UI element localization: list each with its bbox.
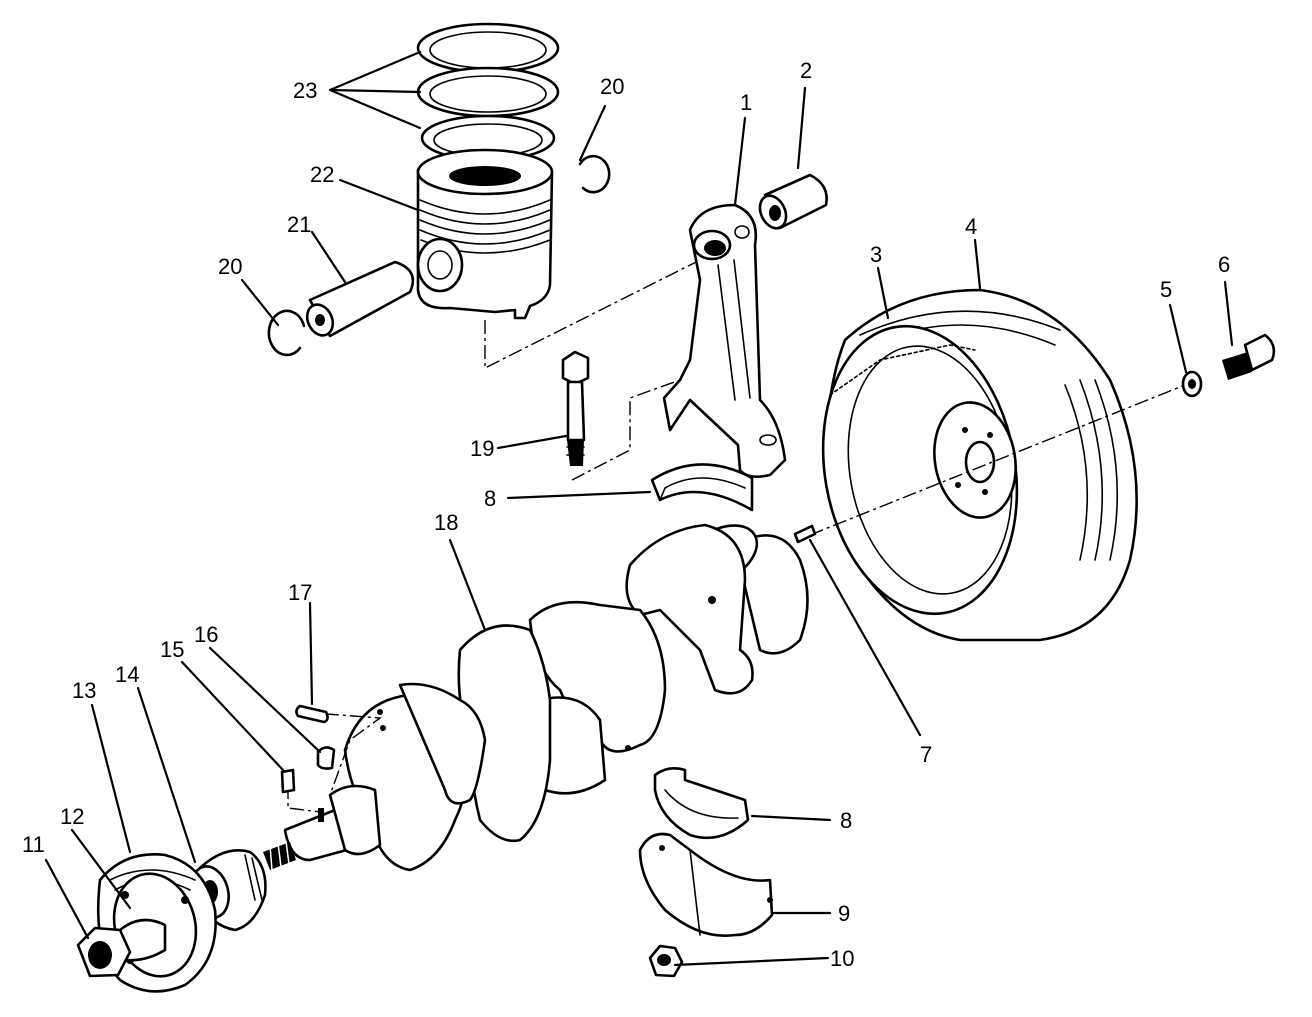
roll-pin — [295, 704, 329, 724]
callout-16: 16 — [194, 622, 218, 647]
callout-13: 13 — [72, 678, 96, 703]
callout-17: 17 — [288, 580, 312, 605]
callout-19: 19 — [470, 436, 494, 461]
woodruff-dowel — [280, 768, 296, 794]
bushing — [758, 173, 828, 230]
snap-rings — [267, 154, 611, 357]
callout-6: 6 — [1218, 252, 1230, 277]
piston-pin — [305, 260, 415, 338]
callout-12: 12 — [60, 804, 84, 829]
pulley-nut — [76, 926, 132, 978]
callout-23: 23 — [293, 78, 317, 103]
flywheel — [809, 288, 1186, 642]
callout-7: 7 — [920, 742, 932, 767]
callout-5: 5 — [1160, 277, 1172, 302]
piston — [416, 148, 721, 370]
callout-18: 18 — [434, 510, 458, 535]
callout-11: 11 — [22, 832, 45, 857]
cap-nut — [648, 944, 684, 978]
washer — [1181, 370, 1203, 398]
callout-1: 1 — [740, 90, 752, 115]
rod-bolt — [561, 350, 590, 466]
callout-20-left: 20 — [218, 254, 242, 279]
callout-2: 2 — [800, 58, 812, 83]
callout-8-lower: 8 — [840, 808, 852, 833]
piston-rings — [416, 22, 560, 162]
callout-4: 4 — [965, 214, 977, 239]
callout-10: 10 — [830, 946, 854, 971]
upper-bearing-shell — [650, 463, 754, 512]
connecting-rod — [571, 203, 787, 481]
callout-8-upper: 8 — [484, 486, 496, 511]
callout-3: 3 — [870, 242, 882, 267]
bearing-cap — [638, 832, 774, 937]
callout-21: 21 — [287, 212, 311, 237]
flywheel-bolt — [1222, 333, 1276, 380]
callout-14: 14 — [115, 662, 139, 687]
leader-lines — [44, 50, 1234, 967]
dowel-pin — [793, 524, 817, 544]
crankshaft — [263, 523, 809, 872]
key — [316, 746, 336, 770]
lower-bearing-shell — [653, 767, 750, 840]
callout-9: 9 — [838, 901, 850, 926]
callout-20-right: 20 — [600, 74, 624, 99]
callout-15: 15 — [160, 637, 184, 662]
callout-22: 22 — [310, 162, 334, 187]
callout-numbers: 1 2 3 4 5 6 7 8 8 9 10 11 12 13 14 15 16… — [22, 58, 1230, 971]
